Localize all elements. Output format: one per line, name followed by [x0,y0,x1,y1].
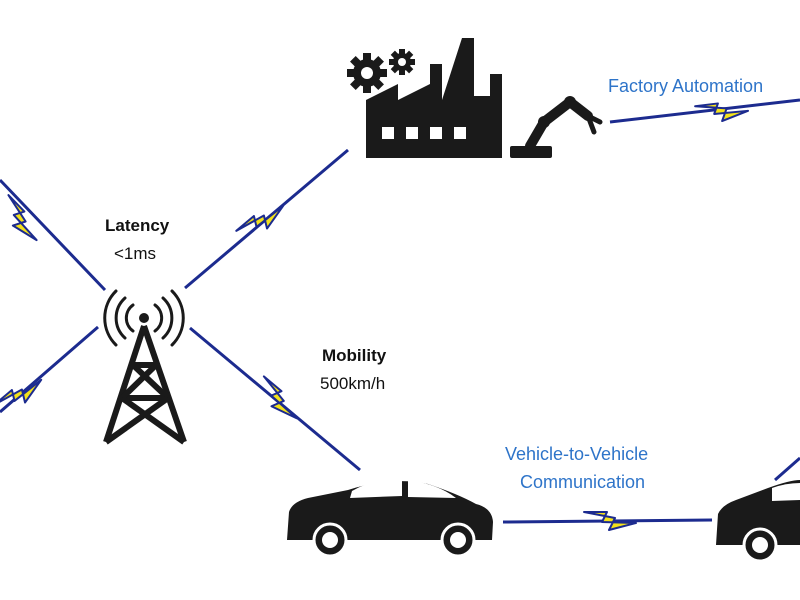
car-icon [287,479,493,558]
latency-value: <1ms [114,244,157,263]
v2v-label-line1: Vehicle-to-Vehicle [505,444,649,464]
factory-icon [366,38,502,158]
gears-icon [347,49,415,93]
link-factory-right [609,98,800,126]
link-car-right [774,456,800,482]
mobility-title: Mobility [322,346,387,365]
link-tower-left-bottom [0,325,99,420]
car-icon [716,480,800,563]
v2v-label-line2: Communication [520,472,646,492]
link-car-car [502,511,713,531]
cell-tower-icon [103,289,187,445]
robot-arm-icon [510,96,603,158]
factory-automation-label: Factory Automation [608,76,764,96]
link-tower-left-top [0,178,107,292]
latency-title: Latency [105,216,170,235]
link-tower-car [189,326,361,472]
link-tower-factory [184,148,349,290]
mobility-value: 500km/h [320,374,386,393]
